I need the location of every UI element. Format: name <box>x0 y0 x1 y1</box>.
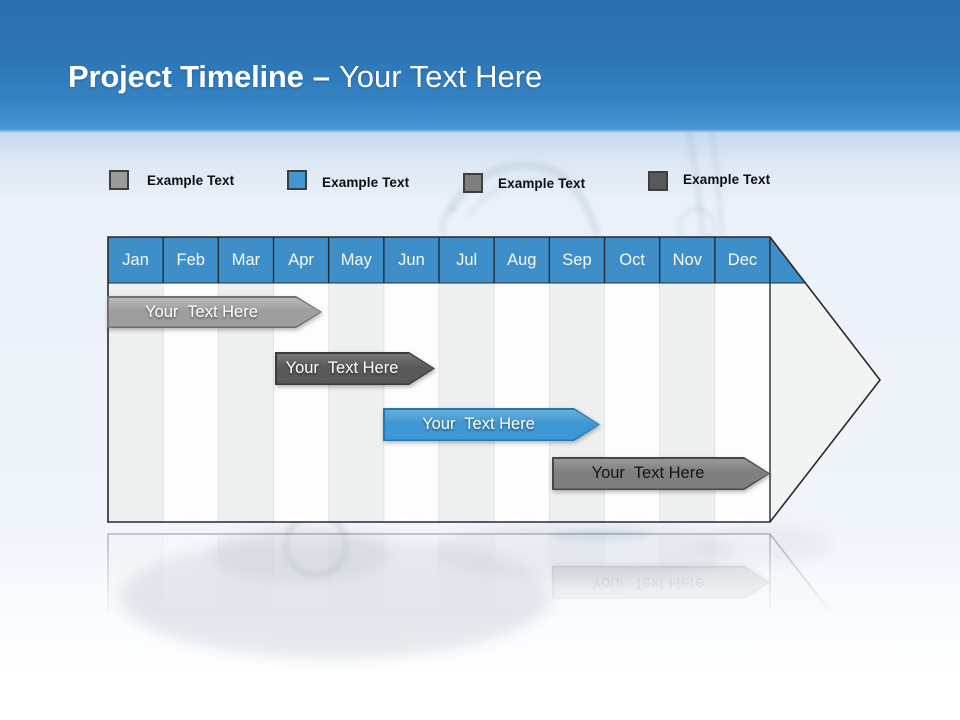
title-main: Project Timeline <box>68 59 304 94</box>
timeline-chart: Jan Feb Mar Apr May Jun Jul Aug Sep Oct … <box>106 235 886 527</box>
month-header-jan: Jan <box>122 251 149 269</box>
task-bar-fill <box>554 459 769 489</box>
task-bar-label: Your Text Here <box>145 302 258 321</box>
month-header-jul: Jul <box>456 251 478 269</box>
header-separators <box>162 237 771 522</box>
legend-label: Example Text <box>322 175 410 190</box>
task-bar-label: Your Text Here <box>591 464 705 482</box>
task-bar-fill <box>385 410 599 440</box>
title-separator: – <box>312 59 330 94</box>
month-header-sep: Sep <box>562 251 592 269</box>
month-header-feb: Feb <box>176 251 205 269</box>
legend-item: Example Text <box>109 170 234 190</box>
task-bar-label: Your Text Here <box>285 359 399 377</box>
month-header-nov: Nov <box>672 251 702 269</box>
month-header-dec: Dec <box>727 251 758 269</box>
month-header-apr: Apr <box>288 251 314 269</box>
task-bar-2: Your Text Here <box>275 352 435 385</box>
grid-lines <box>162 283 716 522</box>
page-title: Project Timeline–Your Text Here <box>68 59 542 95</box>
legend-swatch-blue <box>287 170 307 190</box>
task-bar-1: Your Text Here <box>107 296 322 328</box>
month-header-may: May <box>340 251 372 269</box>
month-header-row: Jan Feb Mar Apr May Jun Jul Aug Sep Oct … <box>108 237 770 283</box>
timeline-arrow-tip <box>770 237 880 522</box>
month-header-mar: Mar <box>231 251 261 269</box>
legend-label: Example Text <box>498 176 586 191</box>
legend-item: Example Text <box>463 173 585 193</box>
legend-swatch-medium-gray <box>463 173 483 193</box>
legend-swatch-dark-gray <box>648 171 668 191</box>
timeline-arrow-outline <box>107 236 882 523</box>
legend-swatch-gray <box>109 170 129 190</box>
legend-item: Example Text <box>287 170 409 190</box>
legend-label: Example Text <box>683 172 771 187</box>
month-header-band <box>108 237 806 283</box>
task-bar-3: Your Text Here <box>383 408 600 441</box>
month-header-oct: Oct <box>619 251 645 269</box>
task-bar-fill <box>109 298 321 327</box>
legend-label: Example Text <box>147 173 235 188</box>
task-bar-fill <box>277 354 434 384</box>
title-subtitle: Your Text Here <box>338 59 543 94</box>
task-bar-4: Your Text Here <box>552 457 770 490</box>
legend-item: Example Text <box>648 171 770 191</box>
task-bar-label: Your Text Here <box>422 415 535 433</box>
month-header-aug: Aug <box>507 251 537 269</box>
month-header-jun: Jun <box>398 251 425 269</box>
